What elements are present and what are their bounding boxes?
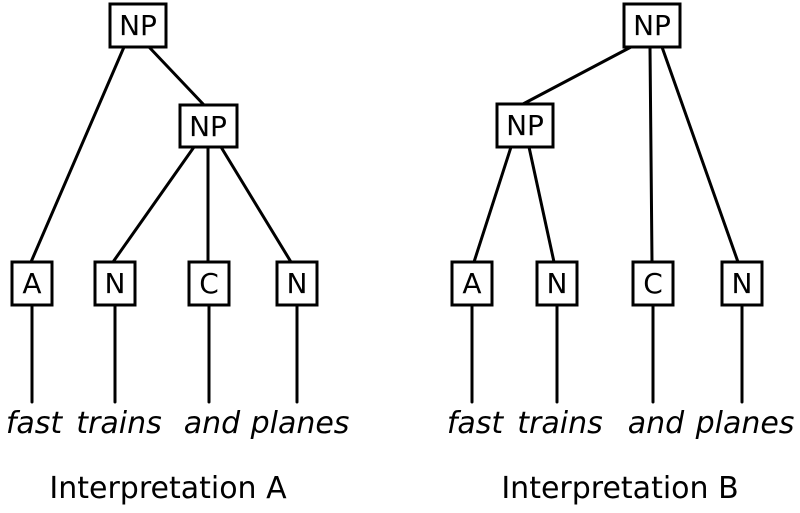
word-B-trains: trains [517,406,602,441]
word-A-and: and [184,406,241,441]
word-B-fast: fast [447,406,505,441]
caption-interpretation-a: Interpretation A [49,471,287,506]
word-A-planes: planes [250,406,350,441]
edge-rootB-to-innerNP [521,45,633,106]
node-label-B-noun1: N [547,267,568,300]
node-label-innerA-np: NP [189,110,227,143]
node-label-B-noun2: N [732,267,753,300]
node-box-A-noun2 [275,260,319,307]
node-box-A-adj [10,260,54,307]
edge-innerA-to-N1 [111,145,196,264]
edge-rootA-to-A [29,45,126,264]
edge-innerB-to-A [472,145,513,264]
node-box-rootB-np [622,2,682,49]
edge-rootB-to-C [648,45,654,264]
node-label-A-noun2: N [287,267,308,300]
node-label-B-conj: C [643,267,663,300]
node-box-B-conj [631,260,675,307]
node-box-innerA-np [178,103,239,149]
edge-rootA-to-innerNP [147,45,206,107]
edge-innerA-to-N2 [219,145,293,264]
word-B-and: and [628,406,685,441]
tree-interpretation-b: NP NP A N C N fast trains and planes Int… [447,2,795,506]
word-B-planes: planes [695,406,795,441]
node-label-B-adj: A [462,267,481,300]
node-box-innerB-np [495,102,555,149]
node-box-rootA-np [108,2,168,49]
node-label-A-noun1: N [105,267,126,300]
edge-innerB-to-N1 [527,145,556,264]
edge-rootB-to-N2 [660,45,740,264]
word-A-fast: fast [6,406,64,441]
word-A-trains: trains [76,406,161,441]
node-box-B-noun1 [535,260,579,307]
node-label-innerB-np: NP [506,109,544,142]
node-label-A-conj: C [199,267,219,300]
node-box-A-conj [187,260,231,307]
node-label-A-adj: A [22,267,41,300]
tree-interpretation-a: NP NP A N C N fast trains and planes Int… [6,2,350,506]
node-box-A-noun1 [93,260,137,307]
node-label-rootB-np: NP [633,9,671,42]
node-box-B-adj [450,260,494,307]
caption-interpretation-b: Interpretation B [501,471,738,506]
node-label-rootA-np: NP [119,9,157,42]
node-box-B-noun2 [720,260,764,307]
